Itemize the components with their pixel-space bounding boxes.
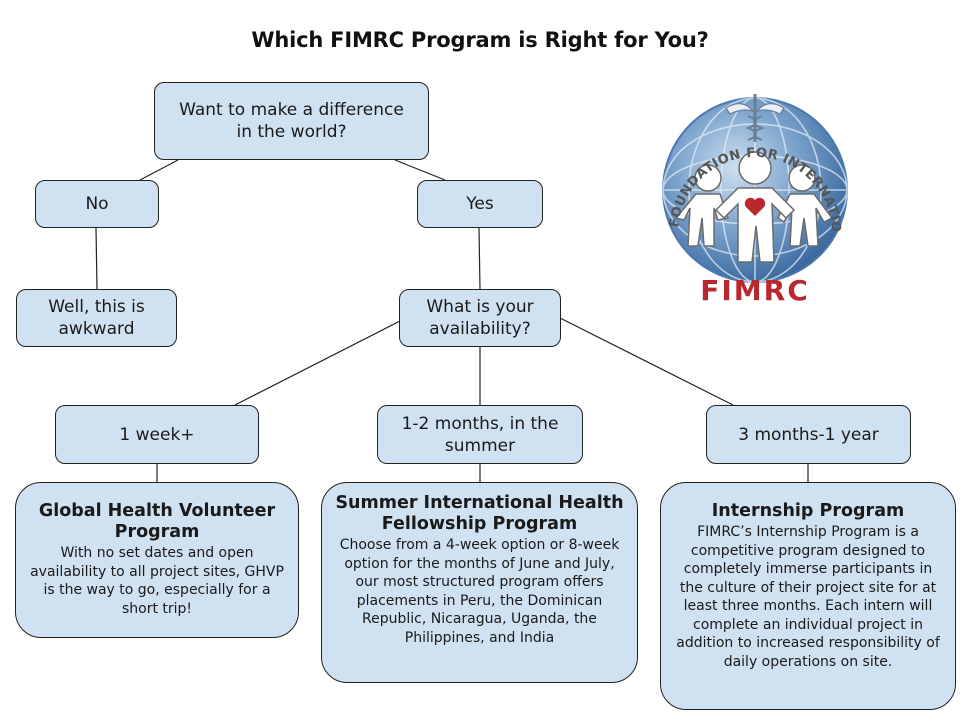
node-no: No xyxy=(35,180,159,228)
node-week: 1 week+ xyxy=(55,405,259,464)
edge-no-awkward xyxy=(95,227,98,290)
children-figures-icon xyxy=(674,151,834,263)
program-internship: Internship Program FIMRC’s Internship Pr… xyxy=(660,482,956,710)
heart-icon xyxy=(744,197,766,216)
node-question: Want to make a difference in the world? xyxy=(154,82,429,160)
edge-question-no xyxy=(139,159,179,181)
edge-yes-availability xyxy=(478,227,481,290)
program-ghvp: Global Health Volunteer Program With no … xyxy=(15,482,299,638)
node-summer: 1-2 months, in the summer xyxy=(377,405,583,464)
edge-availability-week xyxy=(234,320,401,406)
logo-wordmark: FIMRC xyxy=(700,274,810,307)
fimrc-logo: FOUNDATION FOR INTERNATIONAL MEDICAL REL… xyxy=(638,78,848,307)
caduceus-icon xyxy=(725,94,785,142)
program-internship-title: Internship Program xyxy=(711,501,905,521)
program-ghvp-desc: With no set dates and open availability … xyxy=(30,545,284,617)
node-availability: What is your availability? xyxy=(399,289,561,347)
program-internship-desc: FIMRC’s Internship Program is a competit… xyxy=(676,524,940,670)
program-sihf-title: Summer International Health Fellowship P… xyxy=(335,493,624,534)
node-yes: Yes xyxy=(417,180,543,228)
node-year: 3 months-1 year xyxy=(706,405,911,464)
page-title: Which FIMRC Program is Right for You? xyxy=(251,28,709,52)
edge-availability-year xyxy=(559,317,734,406)
program-sihf-desc: Choose from a 4-week option or 8-week op… xyxy=(339,537,620,646)
node-awkward: Well, this is awkward xyxy=(16,289,177,347)
edge-question-yes xyxy=(394,159,446,181)
program-sihf: Summer International Health Fellowship P… xyxy=(321,482,638,683)
program-ghvp-title: Global Health Volunteer Program xyxy=(38,501,276,542)
